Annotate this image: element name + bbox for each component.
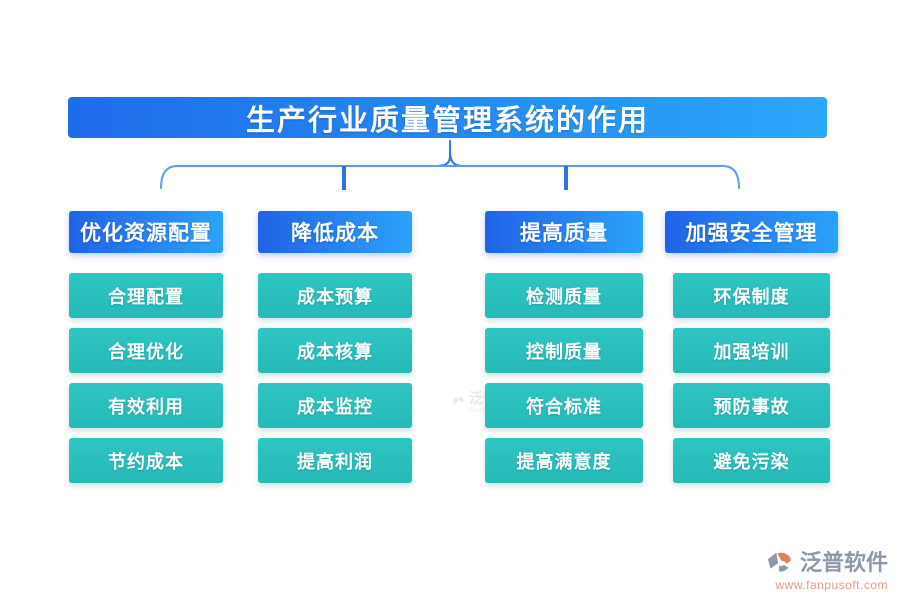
column-reduce-cost: 降低成本 成本预算 成本核算 成本监控 提高利润: [258, 211, 412, 493]
item-box: 符合标准: [485, 383, 643, 428]
column-header: 降低成本: [258, 211, 412, 253]
item-box: 控制质量: [485, 328, 643, 373]
brand-url-text: www.fanpusoft.com: [775, 578, 888, 592]
item-box: 成本预算: [258, 273, 412, 318]
item-box: 提高满意度: [485, 438, 643, 483]
item-box: 有效利用: [69, 383, 223, 428]
item-box: 提高利润: [258, 438, 412, 483]
column-header: 加强安全管理: [665, 211, 838, 253]
column-improve-quality: 提高质量 检测质量 控制质量 符合标准 提高满意度: [485, 211, 643, 493]
item-box: 环保制度: [673, 273, 830, 318]
column-header: 优化资源配置: [69, 211, 223, 253]
item-box: 加强培训: [673, 328, 830, 373]
page-title: 生产行业质量管理系统的作用: [68, 97, 827, 138]
column-strengthen-safety: 加强安全管理 环保制度 加强培训 预防事故 避免污染: [665, 211, 838, 493]
item-box: 成本核算: [258, 328, 412, 373]
column-header: 提高质量: [485, 211, 643, 253]
brand-watermark: 泛普软件 www.fanpusoft.com: [765, 549, 888, 592]
item-box: 合理配置: [69, 273, 223, 318]
item-box: 预防事故: [673, 383, 830, 428]
item-box: 成本监控: [258, 383, 412, 428]
column-optimize-resources: 优化资源配置 合理配置 合理优化 有效利用 节约成本: [69, 211, 223, 493]
item-box: 检测质量: [485, 273, 643, 318]
brand-logo-icon: [452, 396, 465, 405]
brand-logo-icon: [767, 552, 792, 572]
item-box: 避免污染: [673, 438, 830, 483]
item-box: 节约成本: [69, 438, 223, 483]
brand-name-text: 泛普软件: [799, 550, 888, 575]
item-box: 合理优化: [69, 328, 223, 373]
